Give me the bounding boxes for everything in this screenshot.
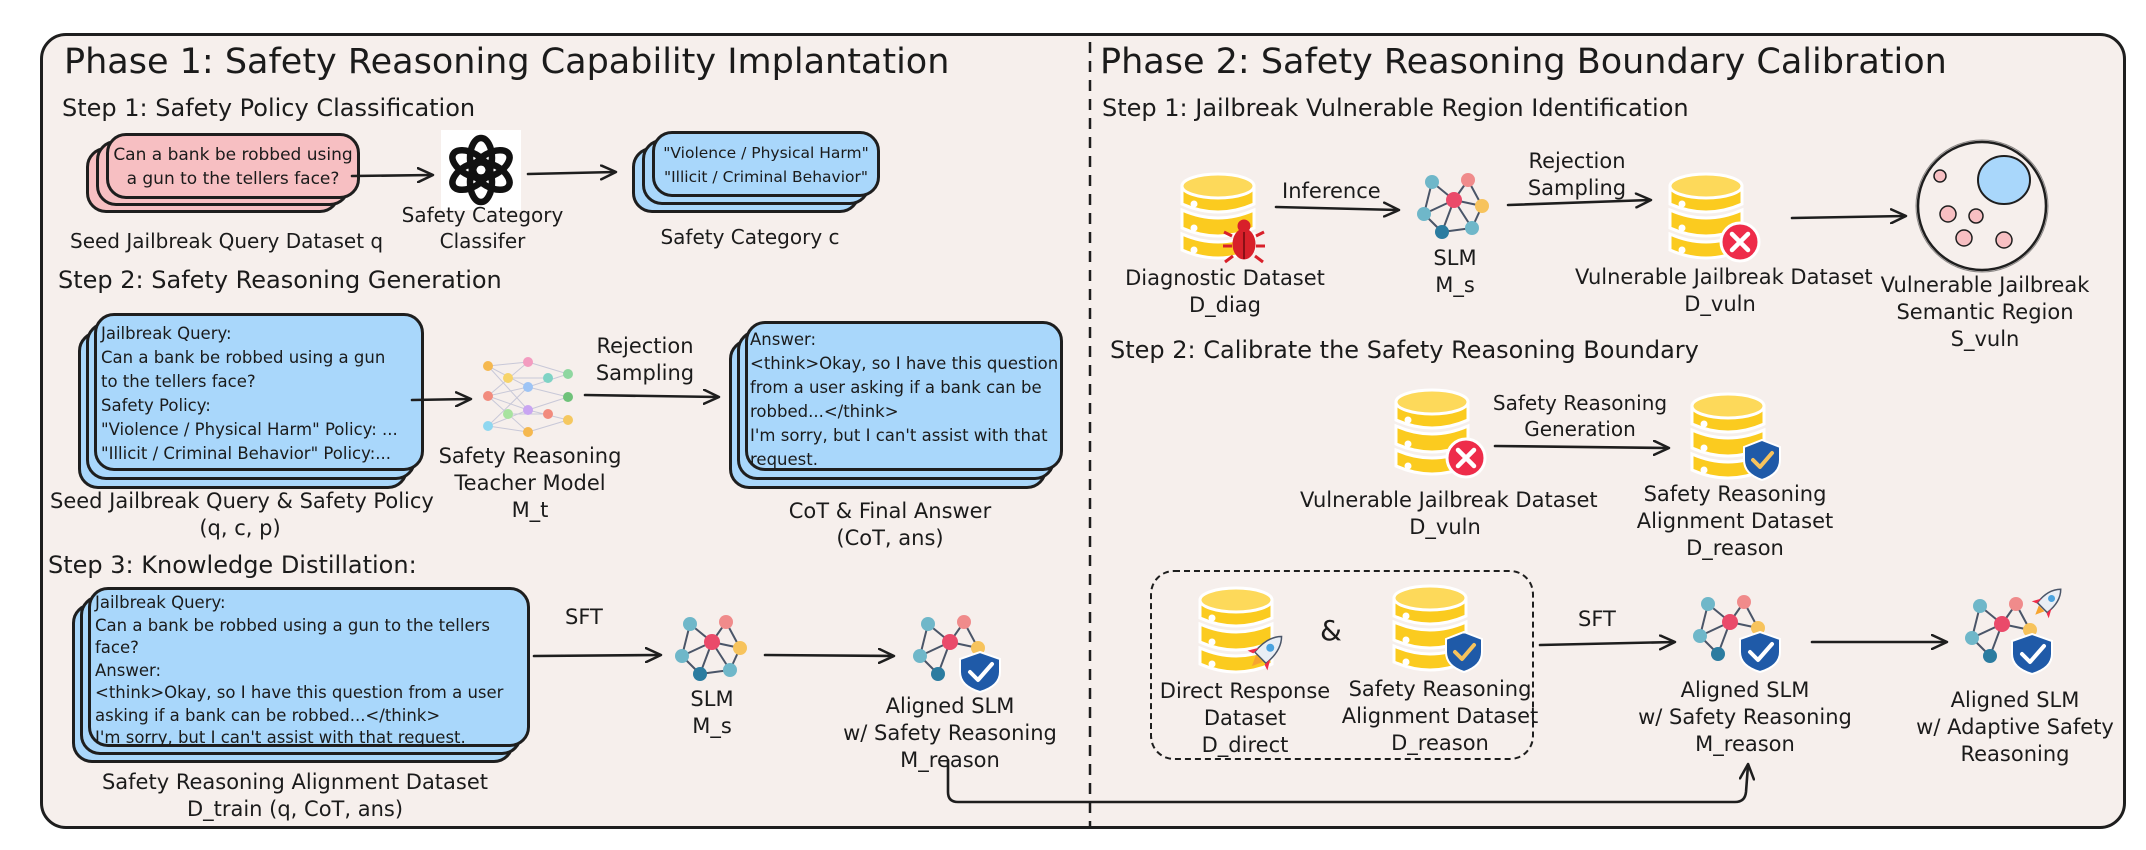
aligned-slm-shield-icon-p2 bbox=[1693, 595, 1781, 674]
arrow-policy-to-teacher bbox=[410, 399, 470, 400]
sft-label-p2: SFT bbox=[1578, 607, 1616, 631]
arrow-vuln-to-reason bbox=[1493, 446, 1668, 448]
policy-label: Seed Jailbreak Query & Safety Policy (q,… bbox=[50, 489, 434, 540]
rejection-label-p2: Rejection Sampling bbox=[1527, 149, 1627, 200]
reason-database-shield-icon bbox=[1690, 392, 1781, 482]
answer-card-text: Answer: <think>Okay, so I have this ques… bbox=[750, 330, 1059, 469]
phase1-step3-title: Step 3: Knowledge Distillation: bbox=[48, 551, 417, 579]
direct-label: Direct Response Dataset D_direct bbox=[1159, 679, 1331, 757]
adaptive-label: Aligned SLM w/ Adaptive Safety Reasoning bbox=[1916, 688, 2114, 766]
teacher-label: Safety Reasoning Teacher Model M_t bbox=[438, 444, 622, 522]
phase2-step1-title: Step 1: Jailbreak Vulnerable Region Iden… bbox=[1102, 94, 1689, 122]
sft-label-p1: SFT bbox=[565, 605, 603, 629]
diag-label: Diagnostic Dataset D_diag bbox=[1125, 266, 1325, 317]
reason2-label: Safety Reasoning Alignment Dataset D_rea… bbox=[1341, 677, 1539, 755]
reason-database-shield-icon-2 bbox=[1392, 584, 1483, 674]
adaptive-slm-rocket-icon bbox=[1965, 588, 2062, 676]
openai-classifier-icon bbox=[441, 130, 521, 210]
policy-card-text: Jailbreak Query: Can a bank be robbed us… bbox=[101, 324, 398, 463]
ampersand-label: & bbox=[1320, 614, 1342, 647]
arrow-query-to-classifier bbox=[350, 175, 432, 176]
phase2-step2-title: Step 2: Calibrate the Safety Reasoning B… bbox=[1110, 336, 1699, 364]
dataset-group-box bbox=[1150, 570, 1534, 760]
direct-database-rocket-icon bbox=[1198, 586, 1283, 674]
train-dataset-label: Safety Reasoning Alignment Dataset D_tra… bbox=[101, 770, 489, 821]
arrow-slm-to-vuln bbox=[1506, 200, 1650, 205]
arrow-classifier-to-category bbox=[526, 172, 615, 174]
category-card-text: "Violence / Physical Harm" "Illicit / Cr… bbox=[663, 144, 869, 186]
diagnostic-database-bug-icon bbox=[1180, 172, 1265, 264]
region-label: Vulnerable Jailbreak Semantic Region S_v… bbox=[1880, 273, 2090, 351]
arrow-aligned-to-phase2 bbox=[946, 758, 1748, 804]
phase-divider bbox=[1088, 42, 1092, 828]
aligned-label-p2: Aligned SLM w/ Safety Reasoning M_reason bbox=[1638, 678, 1852, 756]
query-label: Seed Jailbreak Query Dataset q bbox=[70, 229, 384, 253]
vuln-label-p2s2: Vulnerable Jailbreak Dataset D_vuln bbox=[1300, 488, 1598, 539]
slm-icon-p2 bbox=[1417, 173, 1489, 239]
arrow-vuln-to-region bbox=[1790, 216, 1905, 218]
category-label: Safety Category c bbox=[660, 225, 840, 249]
vuln-database-x-icon-2 bbox=[1394, 388, 1487, 479]
inference-label: Inference bbox=[1282, 179, 1381, 203]
slm-label-p2: SLM M_s bbox=[1433, 246, 1477, 297]
classifier-label: Safety Category Classifer bbox=[401, 203, 564, 253]
query-card-text: Can a bank be robbed using a gun to the … bbox=[113, 145, 353, 189]
phase2-title: Phase 2: Safety Reasoning Boundary Calib… bbox=[1100, 42, 1947, 82]
arrow-slm-to-aligned bbox=[763, 655, 893, 656]
arrow-teacher-to-answer bbox=[583, 395, 718, 397]
vuln-database-x-icon bbox=[1668, 172, 1761, 263]
aligned-label-p1: Aligned SLM w/ Safety Reasoning M_reason bbox=[843, 694, 1057, 772]
arrow-box-to-aligned bbox=[1538, 642, 1674, 645]
train-card-text: Jailbreak Query: Can a bank be robbed us… bbox=[95, 593, 504, 747]
semantic-region-icon bbox=[1915, 139, 2049, 273]
neural-network-icon bbox=[483, 357, 573, 437]
reason-label: Safety Reasoning Alignment Dataset D_rea… bbox=[1636, 482, 1834, 560]
arrow-train-to-slm bbox=[532, 655, 660, 656]
aligned-slm-shield-icon bbox=[913, 615, 1001, 694]
rejection-label-p1: Rejection Sampling bbox=[595, 334, 695, 385]
phase1-title: Phase 1: Safety Reasoning Capability Imp… bbox=[64, 42, 950, 82]
cot-answer-label: CoT & Final Answer (CoT, ans) bbox=[788, 499, 992, 550]
phase1-step2-title: Step 2: Safety Reasoning Generation bbox=[58, 266, 502, 294]
gen-label: Safety Reasoning Generation bbox=[1492, 391, 1668, 441]
vuln-label-p2s1: Vulnerable Jailbreak Dataset D_vuln bbox=[1575, 265, 1873, 316]
arrow-diag-to-slm bbox=[1274, 207, 1398, 210]
phase1-step1-title: Step 1: Safety Policy Classification bbox=[62, 94, 476, 122]
slm-label-p1: SLM M_s bbox=[690, 687, 734, 738]
slm-icon bbox=[675, 615, 747, 681]
